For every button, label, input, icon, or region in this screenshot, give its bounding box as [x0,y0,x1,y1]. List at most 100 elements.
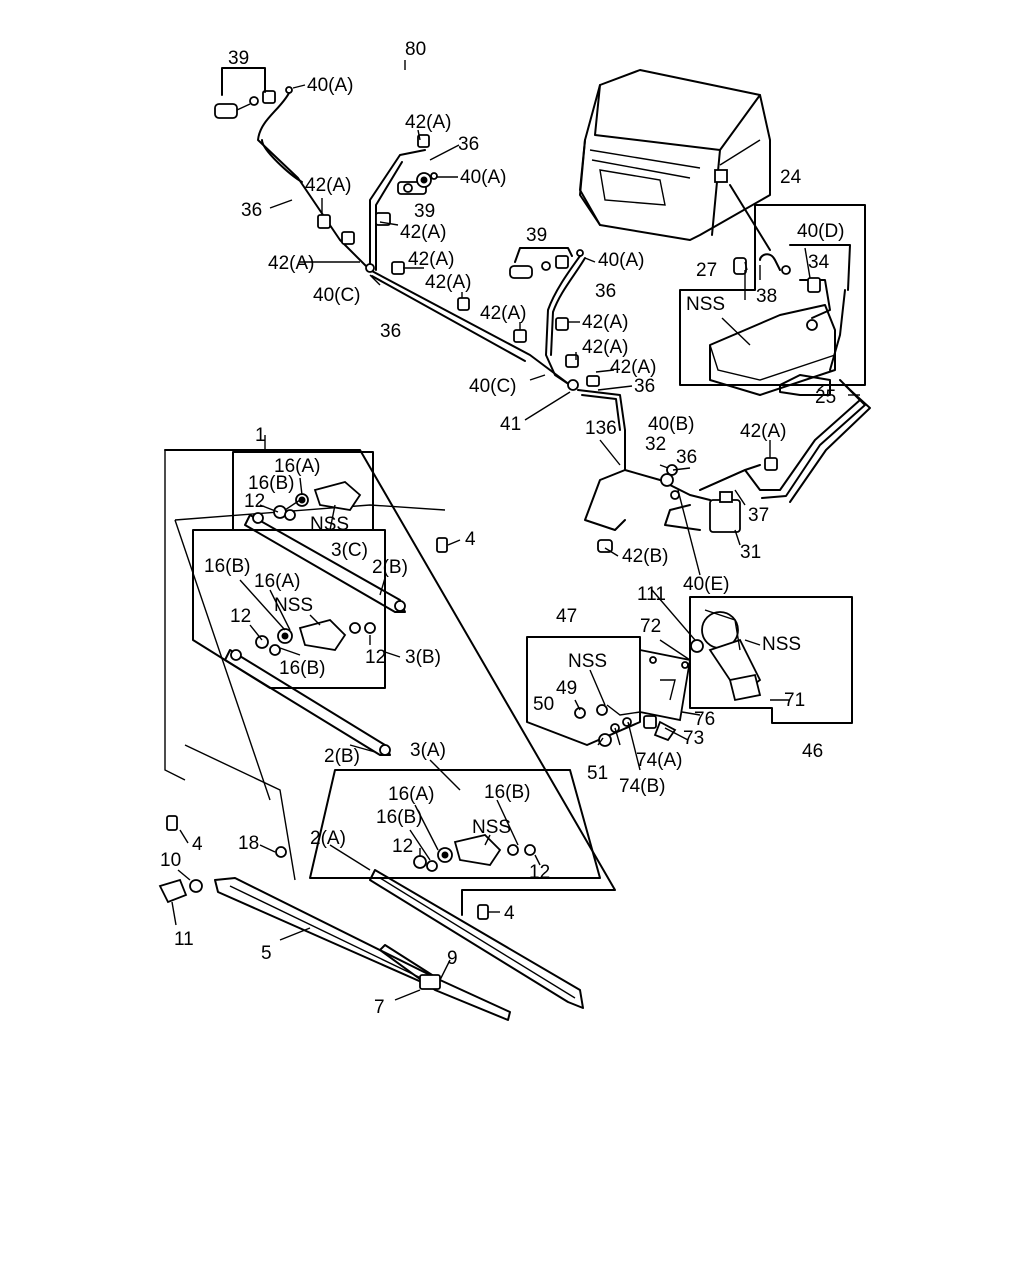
label-72: 72 [640,616,661,637]
label-16b: 16(B) [248,473,294,494]
label-40a: 40(A) [598,250,644,271]
label-11: 11 [174,929,194,950]
wiper-linkage-group [164,449,616,920]
label-10: 10 [160,850,181,871]
label-16b: 16(B) [279,658,325,679]
label-12: 12 [230,606,251,627]
label-39: 39 [414,201,435,222]
label-47: 47 [556,606,577,627]
label-12: 12 [392,836,413,857]
label-42a: 42(A) [408,249,454,270]
label-3c: 3(C) [331,540,368,561]
label-42a: 42(A) [268,253,314,274]
label-42a: 42(A) [610,357,656,378]
wiper-arms [158,846,584,1021]
label-76: 76 [694,709,715,730]
label-73: 73 [683,728,704,749]
label-40a: 40(A) [307,75,353,96]
label-7: 7 [374,997,385,1018]
label-32: 32 [645,434,666,455]
label-18: 18 [238,833,259,854]
label-2b: 2(B) [324,746,360,767]
label-42a: 42(A) [305,175,351,196]
washer-nozzle-right [509,247,626,531]
label-nss: NSS [762,634,801,655]
cab-illustration [579,69,771,251]
label-74a: 74(A) [636,750,682,771]
label-74b: 74(B) [619,776,665,797]
label-50: 50 [533,694,554,715]
label-5: 5 [261,943,272,964]
label-12: 12 [244,491,265,512]
label-36: 36 [676,447,697,468]
label-nss: NSS [472,817,511,838]
label-39: 39 [228,48,249,69]
washer-hose-center [365,134,571,386]
label-40e: 40(E) [683,574,729,595]
label-16a: 16(A) [254,571,300,592]
label-42a: 42(A) [582,312,628,333]
label-136: 136 [585,418,617,439]
label-42a: 42(A) [400,222,446,243]
label-12: 12 [529,862,550,883]
label-42a: 42(A) [582,337,628,358]
label-36: 36 [634,376,655,397]
label-16b: 16(B) [376,807,422,828]
label-42a: 42(A) [480,303,526,324]
label-40d: 40(D) [797,221,845,242]
label-3a: 3(A) [410,740,446,761]
label-111: 111 [637,584,666,605]
label-40a: 40(A) [460,167,506,188]
label-36: 36 [595,281,616,302]
label-4: 4 [504,903,515,924]
wiper-motor-assembly [526,596,853,747]
label-37: 37 [748,505,769,526]
label-nss: NSS [310,514,349,535]
label-12: 12 [365,647,386,668]
label-3b: 3(B) [405,647,441,668]
label-40b: 40(B) [648,414,694,435]
label-42a: 42(A) [405,112,451,133]
label-36: 36 [241,200,262,221]
label-4: 4 [192,834,203,855]
washer-tank-assembly [679,204,871,503]
label-36: 36 [380,321,401,342]
label-nss: NSS [686,294,725,315]
label-nss: NSS [274,595,313,616]
label-16b: 16(B) [204,556,250,577]
washer-nozzle-left [214,67,371,271]
label-2b: 2(B) [372,557,408,578]
label-80: 80 [405,39,426,60]
label-nss: NSS [568,651,607,672]
washer-pump [597,464,761,553]
leader-lines [171,60,825,1001]
label-16a: 16(A) [388,784,434,805]
label-71: 71 [784,690,805,711]
label-25: 25 [815,387,836,408]
label-34: 34 [808,252,830,273]
label-40c: 40(C) [313,285,361,306]
label-51: 51 [587,763,608,784]
label-42a: 42(A) [425,272,471,293]
label-38: 38 [756,286,777,307]
label-46: 46 [802,741,823,762]
label-24: 24 [780,167,802,188]
label-1: 1 [255,425,266,446]
label-16b: 16(B) [484,782,530,803]
label-40c: 40(C) [469,376,517,397]
label-2a: 2(A) [310,828,346,849]
label-41: 41 [500,414,521,435]
label-49: 49 [556,678,577,699]
label-31: 31 [740,542,761,563]
part-labels: 80 39 40(A) 42(A) 36 40(A) 42(A) 39 36 4… [160,39,845,1018]
label-39: 39 [526,225,547,246]
label-42b: 42(B) [622,546,668,567]
label-4: 4 [465,529,476,550]
label-42a: 42(A) [740,421,786,442]
label-27: 27 [696,260,717,281]
label-9: 9 [447,948,458,969]
label-36: 36 [458,134,479,155]
label-16a: 16(A) [274,456,320,477]
